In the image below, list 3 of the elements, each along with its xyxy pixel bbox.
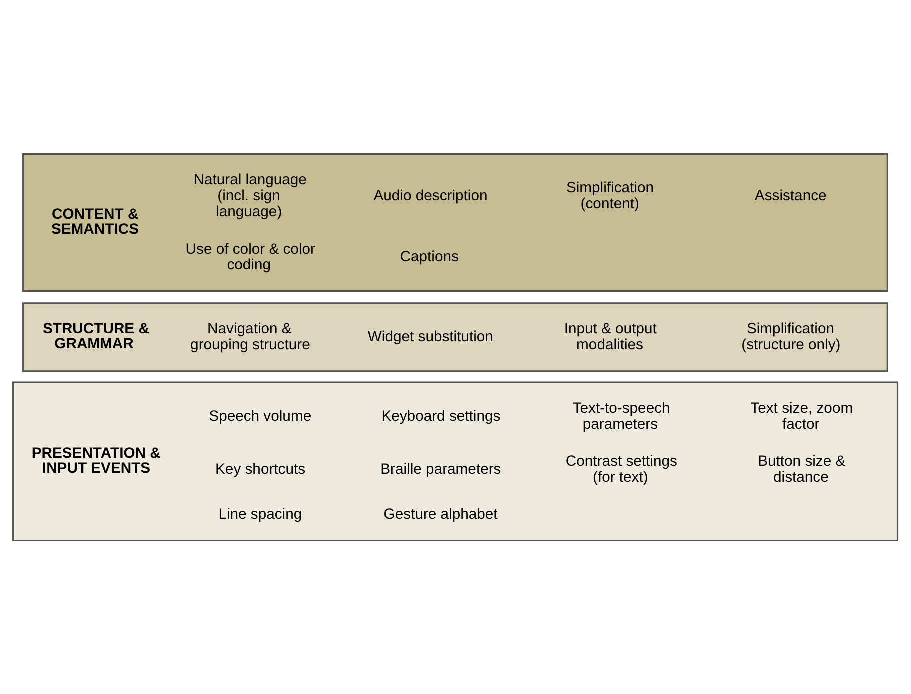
node-box: PRESENTATION & INPUT EVENTS Speech volume Keyboard settings Text-to-speech parameters Text size, zoom factor Key shortcuts Braille parameters Contrast settings (for text) Button size & distance Line spacing Gesture alphabet <box>12 381 899 542</box>
node-box: CONTENT & SEMANTICS Natural language (incl. sign language) Audio description Simplification (content) Assistance Use of color & color coding Captions <box>22 152 888 292</box>
node-box: STRUCTURE & GRAMMAR Navigation & grouping structure Widget substitution Input & output modalities Simplification (structure only) <box>22 302 888 372</box>
